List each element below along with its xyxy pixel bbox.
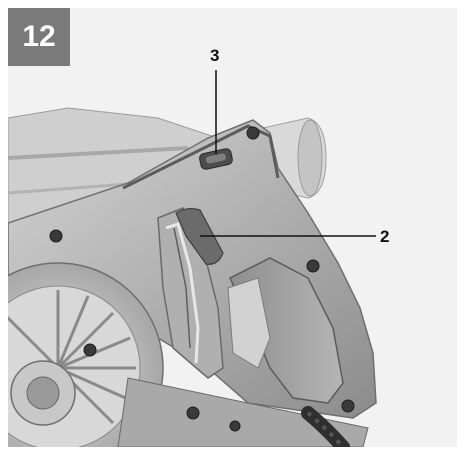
figure-number: 12 — [22, 20, 56, 53]
guard-rib — [8, 146, 189, 160]
circular-saw-photo — [8, 70, 377, 447]
figure-frame: 12 — [8, 8, 457, 447]
callout-label-2: 2 — [380, 227, 390, 246]
housing-screws — [49, 126, 355, 432]
blade-edge — [165, 222, 200, 364]
base-plate — [117, 377, 369, 447]
callout-label-3: 3 — [210, 46, 220, 65]
handle-cutout — [227, 277, 271, 369]
trigger — [175, 207, 224, 265]
figure-number-badge: 12 — [8, 8, 70, 66]
top-handle-ridge — [122, 124, 280, 190]
